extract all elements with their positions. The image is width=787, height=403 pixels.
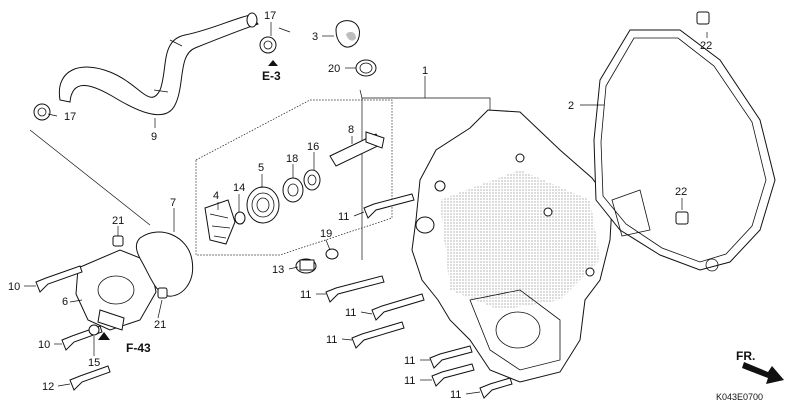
dowel-pin-22b	[675, 211, 689, 225]
o-ring	[355, 59, 377, 77]
washer-15	[88, 324, 100, 336]
right-crankcase-cover	[411, 109, 613, 383]
callout-2: 2	[568, 100, 574, 112]
callout-16: 16	[307, 141, 319, 153]
reference-e3: E-3	[262, 60, 281, 83]
pump-cover	[75, 249, 157, 331]
front-label: FR.	[736, 349, 755, 363]
flange-bolts	[35, 193, 513, 399]
callout-5: 5	[258, 162, 264, 174]
dowel-pin-21b	[157, 287, 168, 299]
callout-11e: 11	[404, 355, 415, 367]
dowel-pin-22a	[696, 11, 710, 25]
front-arrow-icon	[742, 362, 784, 384]
callout-11f: 11	[404, 375, 415, 387]
callout-7: 7	[170, 197, 176, 209]
leader-lines	[24, 22, 708, 395]
callout-22b: 22	[675, 186, 687, 198]
sealing-washer	[325, 248, 339, 260]
oil-seal-16	[303, 169, 321, 191]
callout-14: 14	[233, 182, 245, 194]
pump-gasket	[135, 231, 194, 297]
callout-21a: 21	[112, 215, 124, 227]
callout-4: 4	[213, 190, 219, 202]
crankcase-gasket	[593, 29, 776, 272]
water-hose	[58, 12, 259, 116]
callout-11b: 11	[300, 289, 311, 301]
front-arrow-indicator: FR.	[736, 349, 784, 384]
washer-14	[234, 211, 246, 225]
group-frames	[29, 89, 491, 260]
mechanical-seal	[246, 186, 280, 224]
callout-20: 20	[328, 63, 340, 75]
callout-22a: 22	[700, 40, 712, 52]
impeller	[204, 199, 236, 245]
callout-10b: 10	[38, 339, 50, 351]
callout-15: 15	[88, 357, 100, 369]
filler-cap	[335, 20, 360, 48]
dowel-pin-21a	[112, 235, 124, 247]
diagram-code: K043E0700	[716, 392, 763, 402]
hose-clamp	[33, 36, 277, 121]
reference-e3-label: E-3	[262, 69, 281, 83]
callout-10a: 10	[8, 281, 20, 293]
callout-11d: 11	[326, 334, 337, 346]
callout-12: 12	[42, 381, 54, 393]
callout-11a: 11	[338, 211, 349, 223]
callout-6: 6	[62, 296, 68, 308]
callout-18: 18	[286, 153, 298, 165]
seal-18	[282, 177, 304, 203]
reference-f43-label: F-43	[126, 341, 151, 355]
callout-19: 19	[320, 228, 332, 240]
drain-bolt	[295, 258, 317, 274]
callout-17b: 17	[64, 111, 76, 123]
callout-8: 8	[348, 124, 354, 136]
reference-f43: F-43	[98, 332, 151, 355]
callout-3: 3	[312, 31, 318, 43]
callout-11c: 11	[345, 307, 356, 319]
pump-shaft	[329, 131, 385, 167]
callout-11g: 11	[450, 389, 461, 401]
callout-21b: 21	[154, 319, 166, 331]
callout-17a: 17	[264, 10, 276, 22]
callout-13: 13	[272, 264, 284, 276]
callout-1: 1	[422, 65, 428, 77]
callout-9: 9	[151, 131, 157, 143]
